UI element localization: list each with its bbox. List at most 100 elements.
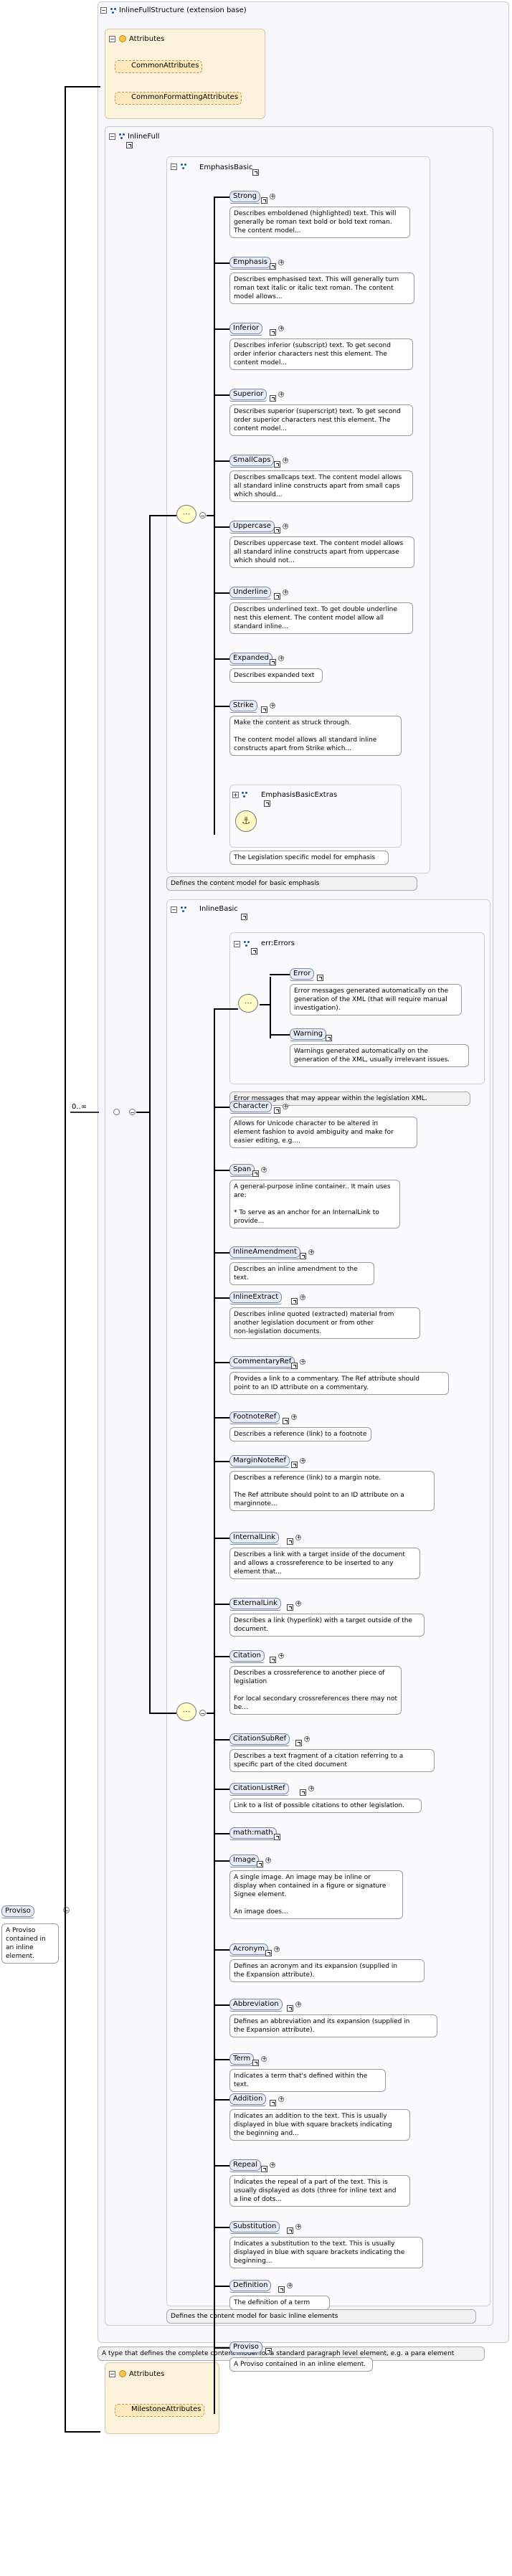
expand-icon[interactable]: + — [270, 702, 275, 709]
element-acronym[interactable]: Acronym — [229, 1943, 269, 1956]
expand-icon[interactable]: + — [291, 1414, 297, 1420]
expand-link-icon[interactable] — [287, 2227, 293, 2234]
expand-icon[interactable]: + — [308, 1249, 314, 1255]
expand-icon[interactable]: + — [270, 193, 275, 199]
expand-link-icon[interactable] — [257, 1861, 263, 1867]
attribute-common[interactable]: CommonAttributes — [115, 60, 203, 73]
expand-link-icon[interactable] — [287, 1604, 293, 1611]
expand-link-icon[interactable] — [274, 1834, 280, 1840]
expand-link-icon[interactable] — [278, 2286, 285, 2293]
expand-link-icon[interactable] — [274, 461, 280, 468]
element-term[interactable]: Term — [229, 2053, 255, 2066]
attribute-milestone[interactable]: MilestoneAttributes — [115, 2404, 205, 2417]
expand-icon[interactable]: + — [295, 2223, 301, 2230]
element-footnoteref[interactable]: FootnoteRef — [229, 1411, 280, 1424]
expand-link-icon[interactable] — [241, 914, 247, 920]
collapse-toggle[interactable]: − — [171, 164, 177, 170]
element-substitution[interactable]: Substitution — [229, 2221, 280, 2234]
expand-icon[interactable]: + — [283, 523, 288, 529]
expand-link-icon[interactable] — [261, 706, 267, 713]
expand-link-icon[interactable] — [270, 2100, 276, 2106]
element-underline[interactable]: Underline — [229, 587, 272, 600]
element-strike[interactable]: Strike — [229, 700, 257, 713]
expand-icon[interactable]: + — [300, 1457, 305, 1464]
element-marginnoteref[interactable]: MarginNoteRef — [229, 1455, 290, 1468]
expand-icon[interactable]: + — [278, 655, 284, 661]
expand-link-icon[interactable] — [126, 142, 133, 148]
expand-link-icon[interactable] — [265, 2348, 272, 2354]
expand-link-icon[interactable] — [300, 1253, 306, 1259]
collapse-toggle[interactable]: − — [234, 941, 240, 947]
element-repeal[interactable]: Repeal — [229, 2159, 262, 2172]
expand-icon[interactable]: + — [261, 1166, 267, 1173]
expand-link-icon[interactable] — [252, 2060, 259, 2066]
expand-icon[interactable]: + — [265, 1857, 271, 1863]
expand-link-icon[interactable] — [274, 593, 280, 600]
expand-icon[interactable]: + — [283, 1103, 288, 1109]
element-superior[interactable]: Superior — [229, 389, 267, 402]
expand-link-icon[interactable] — [270, 263, 276, 270]
expand-link-icon[interactable] — [270, 395, 276, 402]
collapse-toggle[interactable]: − — [109, 133, 115, 140]
element-addition[interactable]: Addition — [229, 2093, 267, 2106]
collapse-toggle[interactable]: − — [109, 36, 115, 42]
expand-icon[interactable]: + — [270, 2161, 275, 2168]
expand-icon[interactable]: + — [278, 1652, 284, 1659]
element-inlineextract[interactable]: InlineExtract — [229, 1292, 283, 1304]
expand-link-icon[interactable] — [287, 2005, 293, 2012]
expand-link-icon[interactable] — [264, 800, 270, 807]
element-error[interactable]: Error — [290, 968, 315, 981]
expand-link-icon[interactable] — [265, 1950, 272, 1956]
element-citationsubref[interactable]: CitationSubRef — [229, 1733, 290, 1746]
element-span[interactable]: Span — [229, 1164, 255, 1177]
element-expanded[interactable]: Expanded — [229, 653, 272, 666]
expand-link-icon[interactable] — [270, 1657, 276, 1663]
expand-link-icon[interactable] — [270, 659, 276, 666]
expand-link-icon[interactable] — [274, 527, 280, 534]
expand-link-icon[interactable] — [270, 329, 276, 336]
element-citation[interactable]: Citation — [229, 1650, 265, 1663]
expand-icon[interactable]: + — [283, 589, 288, 595]
root-element-proviso[interactable]: Proviso — [1, 1905, 34, 1918]
expand-icon[interactable]: + — [278, 259, 284, 265]
expand-icon[interactable]: + — [295, 2001, 301, 2007]
collapse-toggle[interactable]: − — [100, 7, 107, 14]
expand-icon[interactable]: + — [278, 391, 284, 397]
element-citationlistref[interactable]: CitationListRef — [229, 1783, 289, 1796]
element-math-math[interactable]: math:math — [229, 1827, 277, 1840]
expand-link-icon[interactable] — [261, 197, 267, 204]
element-internallink[interactable]: InternalLink — [229, 1532, 280, 1545]
expand-link-icon[interactable] — [252, 169, 259, 176]
expand-link-icon[interactable] — [317, 975, 323, 981]
element-definition[interactable]: Definition — [229, 2280, 272, 2293]
element-abbreviation[interactable]: Abbreviation — [229, 1999, 283, 2012]
expand-icon[interactable]: + — [278, 2096, 284, 2102]
expand-icon[interactable]: + — [283, 457, 288, 463]
element-uppercase[interactable]: Uppercase — [229, 521, 275, 534]
expand-icon[interactable]: + — [261, 2055, 267, 2062]
expand-icon[interactable]: + — [300, 1294, 305, 1300]
expand-link-icon[interactable] — [300, 1789, 306, 1796]
expand-link-icon[interactable] — [326, 1035, 332, 1041]
element-emphasis[interactable]: Emphasis — [229, 257, 272, 270]
collapse-toggle[interactable]: − — [109, 2371, 115, 2377]
expand-link-icon[interactable] — [295, 1740, 302, 1746]
element-externallink[interactable]: ExternalLink — [229, 1598, 281, 1611]
expand-icon[interactable]: + — [278, 325, 284, 331]
collapse-toggle[interactable]: − — [171, 906, 177, 913]
expand-icon[interactable]: + — [295, 1534, 301, 1540]
attribute-common-formatting[interactable]: CommonFormattingAttributes — [115, 92, 242, 105]
expand-link-icon[interactable] — [291, 1462, 298, 1468]
expand-icon[interactable]: + — [304, 1736, 310, 1742]
element-proviso[interactable]: Proviso — [229, 2341, 262, 2354]
expand-link-icon[interactable] — [291, 1298, 298, 1304]
element-character[interactable]: Character — [229, 1101, 272, 1114]
element-image[interactable]: Image — [229, 1855, 260, 1867]
element-inferior[interactable]: Inferior — [229, 323, 263, 336]
element-warning[interactable]: Warning — [290, 1028, 327, 1041]
element-smallcaps[interactable]: SmallCaps — [229, 455, 275, 468]
expand-link-icon[interactable] — [291, 1363, 298, 1369]
expand-icon[interactable]: + — [300, 1358, 305, 1365]
expand-link-icon[interactable] — [261, 2166, 267, 2172]
element-commentaryref[interactable]: CommentaryRef — [229, 1356, 295, 1369]
